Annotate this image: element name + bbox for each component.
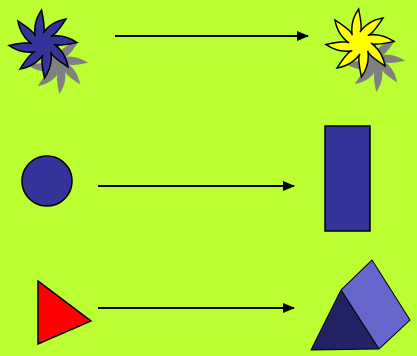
circle-shape: [22, 156, 72, 206]
rectangle-shape: [325, 126, 370, 231]
